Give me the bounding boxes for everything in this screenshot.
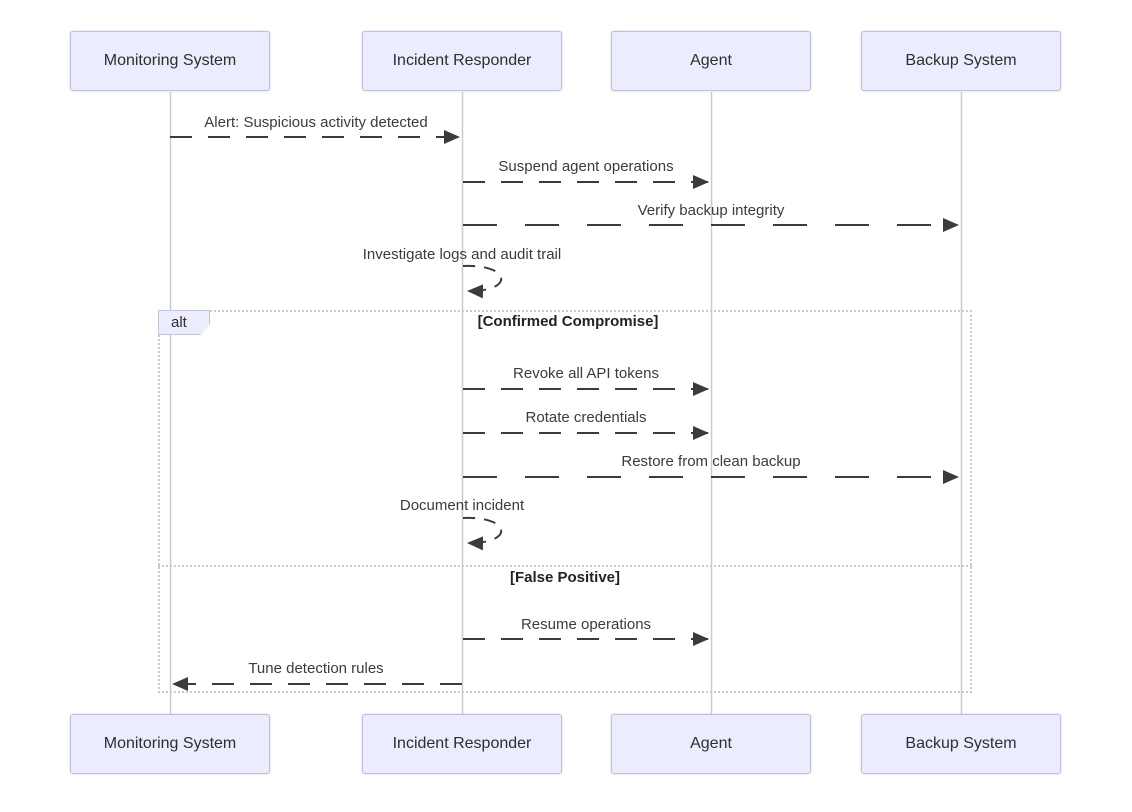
actor-top-incident-responder: Incident Responder	[362, 31, 562, 91]
actor-top-monitoring-system: Monitoring System	[70, 31, 270, 91]
alt-condition-false-positive: [False Positive]	[509, 569, 621, 586]
message-label-investigate-logs: Investigate logs and audit trail	[362, 246, 562, 263]
actor-label: Backup System	[905, 52, 1017, 69]
message-label-document-incident: Document incident	[399, 497, 525, 514]
message-label-alert-suspicious-activity: Alert: Suspicious activity detected	[204, 114, 428, 131]
actor-top-agent: Agent	[611, 31, 811, 91]
alt-condition-confirmed-compromise: [Confirmed Compromise]	[477, 313, 659, 330]
actor-bottom-incident-responder: Incident Responder	[362, 714, 562, 774]
message-label-resume-operations: Resume operations	[520, 616, 652, 633]
message-label-revoke-api-tokens: Revoke all API tokens	[513, 365, 659, 382]
actor-label: Monitoring System	[103, 52, 237, 69]
actor-label: Agent	[690, 52, 732, 69]
actor-bottom-backup-system: Backup System	[861, 714, 1061, 774]
alt-else-divider	[158, 565, 972, 567]
message-label-verify-backup-integrity: Verify backup integrity	[637, 202, 785, 219]
actor-label: Incident Responder	[392, 52, 532, 69]
actor-label: Backup System	[905, 735, 1017, 752]
actor-bottom-monitoring-system: Monitoring System	[70, 714, 270, 774]
actor-label: Monitoring System	[103, 735, 237, 752]
actor-top-backup-system: Backup System	[861, 31, 1061, 91]
alt-keyword-tab: alt	[158, 310, 210, 335]
self-loop-investigate-logs	[462, 264, 503, 299]
message-label-rotate-credentials: Rotate credentials	[525, 409, 647, 426]
message-label-suspend-agent-operations: Suspend agent operations	[498, 158, 674, 175]
message-label-tune-detection-rules: Tune detection rules	[248, 660, 384, 677]
alt-frame	[158, 310, 972, 693]
actor-label: Incident Responder	[392, 735, 532, 752]
actor-bottom-agent: Agent	[611, 714, 811, 774]
message-label-restore-from-clean-backup: Restore from clean backup	[621, 453, 801, 470]
actor-label: Agent	[690, 735, 732, 752]
